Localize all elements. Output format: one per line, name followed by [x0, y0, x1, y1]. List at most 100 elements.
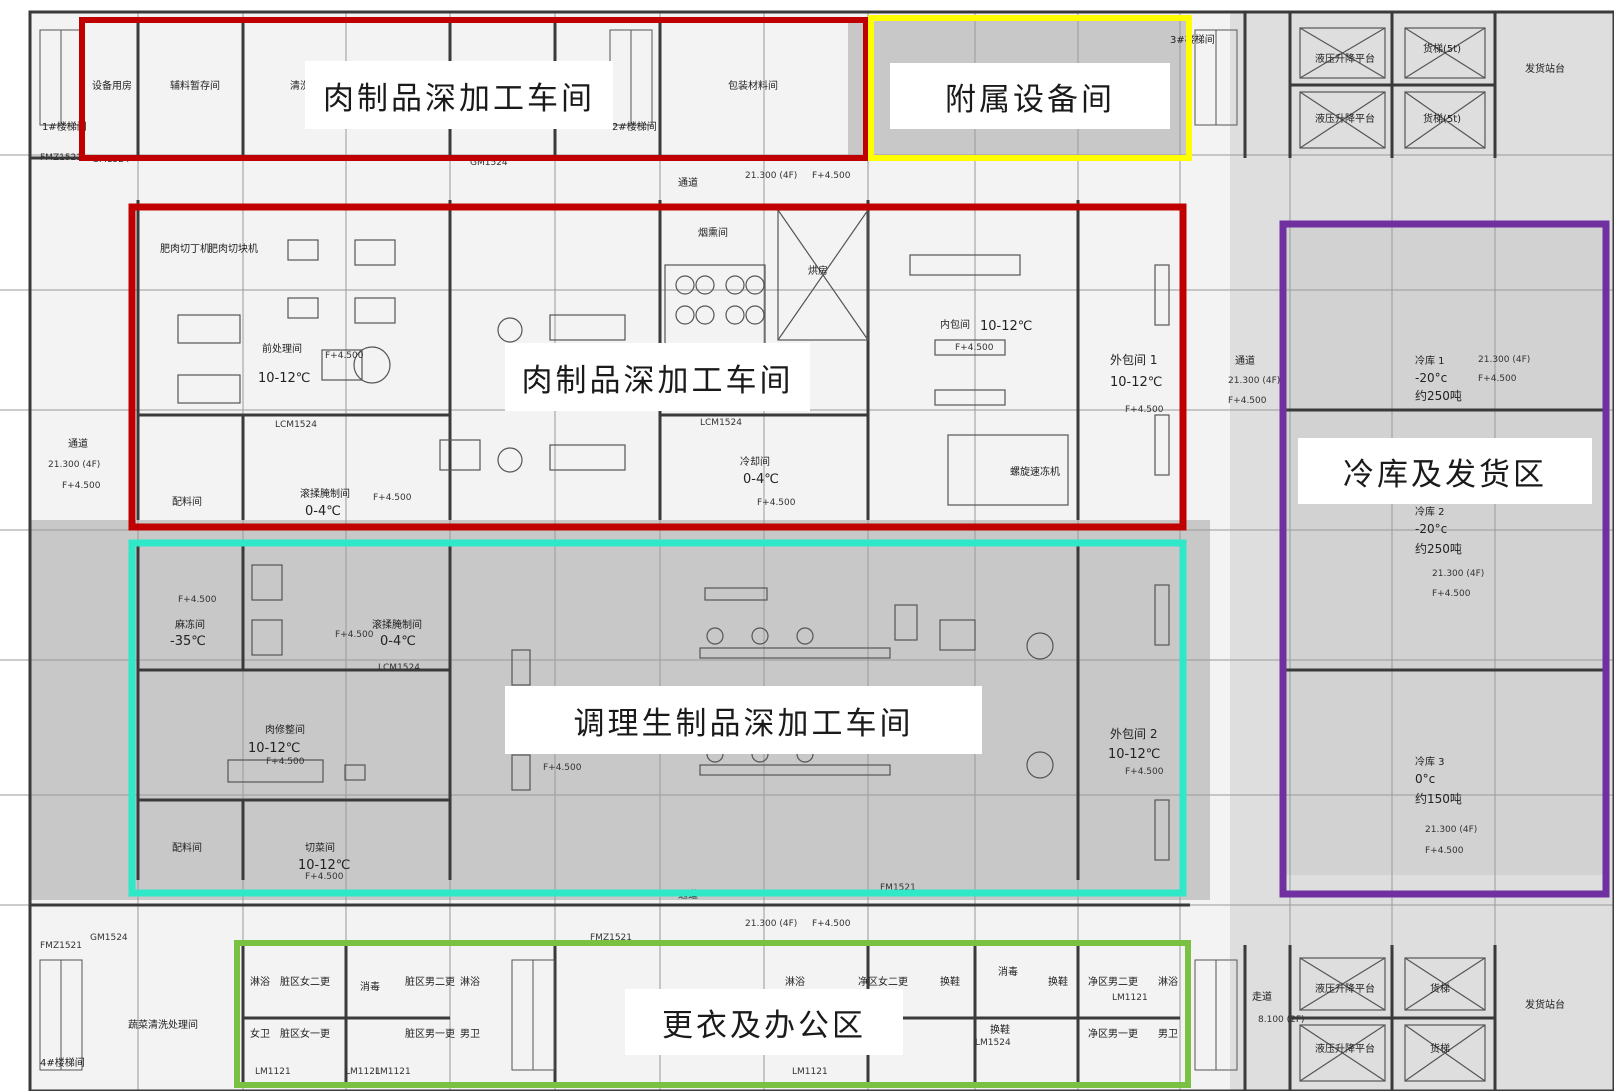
room-label: 净区女二更 — [858, 975, 908, 988]
zone-outline-prepared — [128, 539, 1187, 897]
door-code: LM1121 — [255, 1067, 291, 1077]
room-label: 脏区女二更 — [280, 975, 330, 988]
room-label: 脏区男一更 — [405, 1027, 455, 1040]
floor-level: F+4.500 — [1125, 767, 1164, 777]
room-label: 0-4℃ — [305, 504, 341, 519]
room-label: 设备用房 — [92, 79, 132, 92]
room-label: 烟熏间 — [698, 226, 728, 239]
equipment-sketches — [177, 239, 1170, 861]
door-code: LCM1524 — [378, 663, 420, 673]
room-label: 肥肉切块机 — [208, 242, 258, 255]
room-label: 外包间 1 — [1110, 353, 1157, 367]
floor-level: F+4.500 — [178, 595, 217, 605]
room-label: -35℃ — [170, 634, 206, 649]
room-label: 0-4℃ — [380, 634, 416, 649]
door-code: LM1121 — [345, 1067, 381, 1077]
room-label: 10-12℃ — [298, 858, 350, 873]
room-label: 蔬菜清洗处理间 — [128, 1018, 198, 1031]
zone-label-meat-top: 肉制品深加工车间 — [305, 61, 613, 129]
room-labels: 设备用房 辅料暂存间 清洗 包装材料间 1#楼梯间 2#楼梯间 3#楼梯间 4#… — [40, 33, 1565, 1069]
room-label: 肉修整间 — [265, 723, 305, 736]
room-label: 烘房 — [808, 264, 828, 277]
floor-level: F+4.500 — [1425, 846, 1464, 856]
zone-outline-office — [234, 940, 1191, 1088]
room-label: 10-12℃ — [1108, 747, 1160, 762]
room-label: 消毒 — [998, 965, 1018, 978]
elevation: 21.300 (4F) — [1478, 355, 1530, 365]
elevation: 21.300 (4F) — [1425, 825, 1477, 835]
door-code: LM1121 — [792, 1067, 828, 1077]
elevation: 21.300 (4F) — [48, 460, 100, 470]
elevation: 21.300 (4F) — [745, 171, 797, 181]
room-label: 配料间 — [172, 841, 202, 854]
room-label: 脏区男二更 — [405, 975, 455, 988]
room-label: 约250吨 — [1415, 541, 1462, 556]
room-label: 4#楼梯间 — [40, 1056, 85, 1069]
door-code: LCM1524 — [275, 420, 317, 430]
floor-level: F+4.500 — [335, 630, 374, 640]
floor-level: F+4.500 — [325, 351, 364, 361]
room-label: 滚揉腌制间 — [300, 487, 350, 500]
elevation: 8.100 (2F) — [1258, 1015, 1305, 1025]
room-label: 约150吨 — [1415, 791, 1462, 806]
room-label: 净区男二更 — [1088, 975, 1138, 988]
room-label: 女卫 — [250, 1027, 270, 1040]
zone-label-meat-main: 肉制品深加工车间 — [505, 343, 810, 411]
room-label: 10-12℃ — [258, 371, 310, 386]
room-label: 发货站台 — [1525, 62, 1565, 75]
room-label: 换鞋 — [940, 975, 960, 988]
room-label: 10-12℃ — [980, 319, 1032, 334]
door-code: FM1521 — [880, 883, 916, 893]
room-label: 肥肉切丁机 — [160, 242, 210, 255]
elevation: 21.300 (4F) — [1432, 569, 1484, 579]
room-label: 货梯(5t) — [1423, 112, 1461, 125]
door-code: LCM1524 — [700, 418, 742, 428]
room-label: 脏区女一更 — [280, 1027, 330, 1040]
zone-label-office: 更衣及办公区 — [625, 989, 903, 1055]
room-label: 消毒 — [360, 980, 380, 993]
room-label: 辅料暂存间 — [170, 79, 220, 92]
room-label: 螺旋速冻机 — [1010, 465, 1060, 478]
room-label: 配料间 — [172, 495, 202, 508]
room-label: 液压升降平台 — [1315, 112, 1375, 125]
cold-store-shade — [1285, 225, 1605, 875]
floor-level: F+4.500 — [62, 481, 101, 491]
floor-level: F+4.500 — [812, 919, 851, 929]
elevation: 21.300 (4F) — [745, 919, 797, 929]
room-label: 10-12℃ — [1110, 375, 1162, 390]
door-code: LM1121 — [375, 1067, 411, 1077]
room-label: 包装材料间 — [728, 79, 778, 92]
elevation: 21.300 (4F) — [1228, 376, 1280, 386]
room-label: 淋浴 — [460, 975, 480, 988]
room-label: 冷却间 — [740, 455, 770, 468]
door-code: FMZ1521 — [590, 933, 632, 943]
floor-level: F+4.500 — [1228, 396, 1267, 406]
room-label: 货梯 — [1430, 982, 1450, 995]
room-label: 0-4℃ — [743, 472, 779, 487]
room-label: 换鞋 — [1048, 975, 1068, 988]
zone-outline-cold — [1279, 220, 1610, 898]
room-label: 走道 — [1252, 990, 1272, 1003]
zone-label-cold: 冷库及发货区 — [1298, 438, 1592, 504]
room-label: 外包间 2 — [1110, 727, 1157, 741]
room-label: 冷库 3 — [1415, 755, 1445, 768]
room-label: 内包间 — [940, 318, 970, 331]
annotation-marks: LCM1524 LCM1524 LCM1524 GM1524 GM1524 GM… — [40, 153, 1530, 1077]
floor-level: F+4.500 — [1125, 405, 1164, 415]
zone-outline-meat-top — [79, 17, 869, 161]
room-label: -20°c — [1415, 371, 1447, 385]
stairs — [39, 29, 1238, 1071]
room-label: 10-12℃ — [248, 741, 300, 756]
door-code: LM1524 — [975, 1038, 1011, 1048]
room-label: 换鞋 — [990, 1023, 1010, 1036]
room-label: 男卫 — [1158, 1028, 1178, 1040]
floor-level: F+4.500 — [266, 757, 305, 767]
floor-level: F+4.500 — [955, 343, 994, 353]
zone-label-aux: 附属设备间 — [890, 63, 1170, 129]
room-label: -20°c — [1415, 522, 1447, 536]
room-label: 淋浴 — [250, 975, 270, 988]
floor-level: F+4.500 — [1432, 589, 1471, 599]
room-label: 液压升降平台 — [1315, 982, 1375, 995]
room-label: 冷库 2 — [1415, 505, 1445, 518]
room-label: 淋浴 — [1158, 975, 1178, 988]
